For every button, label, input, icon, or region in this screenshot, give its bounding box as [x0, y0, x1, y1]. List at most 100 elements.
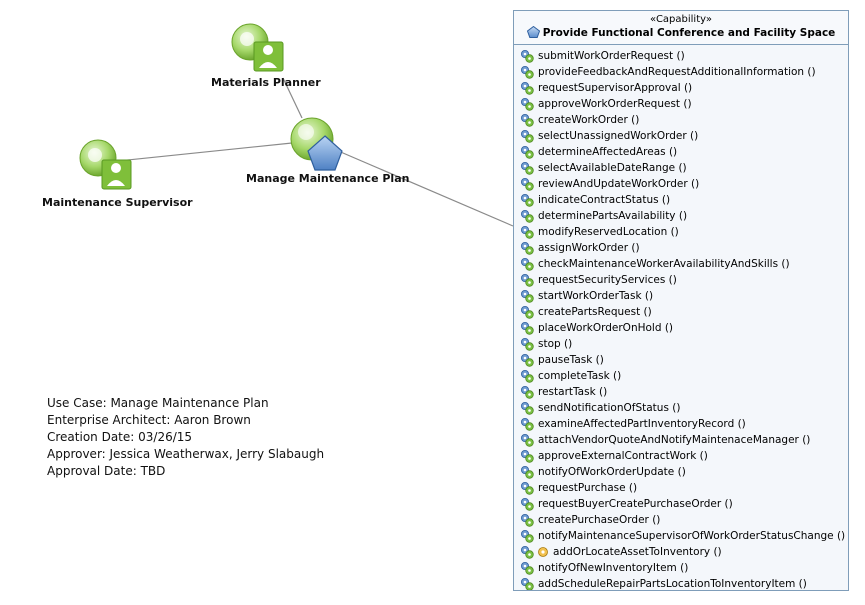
operation-item[interactable]: requestSecurityServices () — [520, 272, 848, 288]
operation-label: approveExternalContractWork () — [538, 450, 708, 462]
operation-gear-icon — [521, 402, 534, 415]
materials-planner-label: Materials Planner — [211, 76, 321, 89]
usecase-label: Manage Maintenance Plan — [246, 172, 410, 185]
operation-item[interactable]: reviewAndUpdateWorkOrder () — [520, 176, 848, 192]
info-architect: Enterprise Architect: Aaron Brown — [47, 413, 251, 427]
operation-item[interactable]: notifyOfNewInventoryItem () — [520, 560, 848, 576]
operation-label: requestSecurityServices () — [538, 274, 677, 286]
operation-label: stop () — [538, 338, 573, 350]
operation-label: attachVendorQuoteAndNotifyMaintenaceMana… — [538, 434, 811, 446]
connector-planner-usecase — [282, 77, 303, 119]
operation-gear-icon — [521, 274, 534, 287]
operation-gear-icon — [521, 418, 534, 431]
operation-gear-icon — [521, 434, 534, 447]
operation-override-icon — [538, 547, 548, 557]
operation-item[interactable]: createWorkOrder () — [520, 112, 848, 128]
operation-gear-icon — [521, 370, 534, 383]
operation-gear-icon — [521, 210, 534, 223]
operation-item[interactable]: completeTask () — [520, 368, 848, 384]
operation-gear-icon — [521, 450, 534, 463]
operation-item[interactable]: determinePartsAvailability () — [520, 208, 848, 224]
operation-label: determineAffectedAreas () — [538, 146, 678, 158]
operation-label: indicateContractStatus () — [538, 194, 671, 206]
operation-label: notifyOfWorkOrderUpdate () — [538, 466, 686, 478]
operation-label: requestBuyerCreatePurchaseOrder () — [538, 498, 733, 510]
operation-label: addOrLocateAssetToInventory () — [553, 546, 722, 558]
operation-item[interactable]: modifyReservedLocation () — [520, 224, 848, 240]
operation-item[interactable]: placeWorkOrderOnHold () — [520, 320, 848, 336]
operation-item[interactable]: addOrLocateAssetToInventory () — [520, 544, 848, 560]
operation-label: notifyMaintenanceSupervisorOfWorkOrderSt… — [538, 530, 846, 542]
operation-item[interactable]: selectUnassignedWorkOrder () — [520, 128, 848, 144]
operation-label: startWorkOrderTask () — [538, 290, 654, 302]
operation-item[interactable]: assignWorkOrder () — [520, 240, 848, 256]
operation-gear-icon — [521, 98, 534, 111]
operation-item[interactable]: stop () — [520, 336, 848, 352]
operation-item[interactable]: notifyOfWorkOrderUpdate () — [520, 464, 848, 480]
capability-box[interactable]: «Capability» Provide Functional Conferen… — [513, 10, 849, 591]
info-approver: Approver: Jessica Weatherwax, Jerry Slab… — [47, 447, 325, 461]
operation-list: submitWorkOrderRequest () provideFeedback… — [514, 45, 848, 590]
info-use-case: Use Case: Manage Maintenance Plan — [47, 396, 269, 410]
operation-label: createPartsRequest () — [538, 306, 652, 318]
info-approval-date: Approval Date: TBD — [47, 464, 166, 478]
operation-item[interactable]: approveWorkOrderRequest () — [520, 96, 848, 112]
operation-item[interactable]: approveExternalContractWork () — [520, 448, 848, 464]
operation-item[interactable]: restartTask () — [520, 384, 848, 400]
operation-label: examineAffectedPartInventoryRecord () — [538, 418, 746, 430]
operation-gear-icon — [521, 514, 534, 527]
operation-label: notifyOfNewInventoryItem () — [538, 562, 689, 574]
operation-gear-icon — [521, 466, 534, 479]
operation-item[interactable]: createPurchaseOrder () — [520, 512, 848, 528]
operation-label: completeTask () — [538, 370, 622, 382]
manage-maintenance-plan-usecase-icon[interactable] — [290, 117, 343, 171]
operation-label: assignWorkOrder () — [538, 242, 640, 254]
operation-item[interactable]: selectAvailableDateRange () — [520, 160, 848, 176]
operation-gear-icon — [521, 354, 534, 367]
operation-item[interactable]: requestSupervisorApproval () — [520, 80, 848, 96]
operation-gear-icon — [521, 66, 534, 79]
operation-item[interactable]: examineAffectedPartInventoryRecord () — [520, 416, 848, 432]
operation-gear-icon — [521, 242, 534, 255]
operation-item[interactable]: indicateContractStatus () — [520, 192, 848, 208]
connector-usecase-capability — [335, 149, 514, 227]
operation-item[interactable]: provideFeedbackAndRequestAdditionalInfor… — [520, 64, 848, 80]
operation-gear-icon — [521, 226, 534, 239]
operation-label: provideFeedbackAndRequestAdditionalInfor… — [538, 66, 816, 78]
info-creation-date: Creation Date: 03/26/15 — [47, 430, 193, 444]
operation-label: createWorkOrder () — [538, 114, 640, 126]
operation-label: determinePartsAvailability () — [538, 210, 688, 222]
operation-gear-icon — [521, 130, 534, 143]
operation-label: requestSupervisorApproval () — [538, 82, 693, 94]
operation-item[interactable]: requestPurchase () — [520, 480, 848, 496]
operation-label: approveWorkOrderRequest () — [538, 98, 692, 110]
operation-item[interactable]: determineAffectedAreas () — [520, 144, 848, 160]
maintenance-supervisor-actor-icon[interactable] — [79, 139, 132, 190]
operation-label: placeWorkOrderOnHold () — [538, 322, 674, 334]
operation-item[interactable]: requestBuyerCreatePurchaseOrder () — [520, 496, 848, 512]
diagram-info-block: Use Case: Manage Maintenance Plan Enterp… — [47, 395, 324, 480]
operation-item[interactable]: addScheduleRepairPartsLocationToInventor… — [520, 576, 848, 590]
operation-item[interactable]: createPartsRequest () — [520, 304, 848, 320]
operation-gear-icon — [521, 562, 534, 575]
operation-item[interactable]: submitWorkOrderRequest () — [520, 48, 848, 64]
operation-item[interactable]: checkMaintenanceWorkerAvailabilityAndSki… — [520, 256, 848, 272]
operation-gear-icon — [521, 50, 534, 63]
operation-item[interactable]: attachVendorQuoteAndNotifyMaintenaceMana… — [520, 432, 848, 448]
operation-item[interactable]: startWorkOrderTask () — [520, 288, 848, 304]
capability-title-row: Provide Functional Conference and Facili… — [514, 25, 848, 41]
operation-gear-icon — [521, 498, 534, 511]
operation-item[interactable]: sendNotificationOfStatus () — [520, 400, 848, 416]
operation-label: selectAvailableDateRange () — [538, 162, 687, 174]
operation-gear-icon — [521, 482, 534, 495]
capability-stereotype: «Capability» — [650, 14, 712, 25]
operation-gear-icon — [521, 194, 534, 207]
operation-label: submitWorkOrderRequest () — [538, 50, 685, 62]
operation-gear-icon — [521, 162, 534, 175]
operation-label: addScheduleRepairPartsLocationToInventor… — [538, 578, 807, 590]
operation-item[interactable]: pauseTask () — [520, 352, 848, 368]
materials-planner-actor-icon[interactable] — [231, 23, 284, 72]
operation-gear-icon — [521, 322, 534, 335]
operation-item[interactable]: notifyMaintenanceSupervisorOfWorkOrderSt… — [520, 528, 848, 544]
